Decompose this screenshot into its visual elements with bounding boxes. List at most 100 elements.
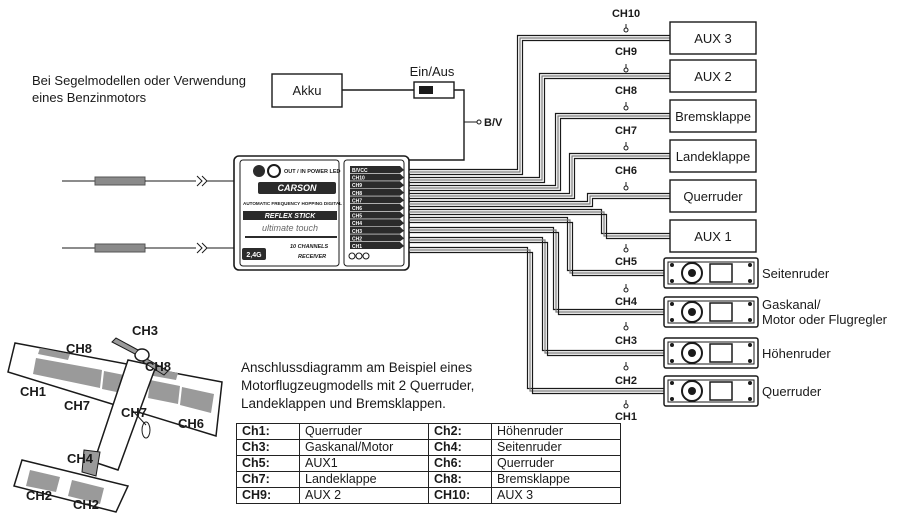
wire (409, 152, 670, 195)
output-label: AUX 1 (694, 229, 732, 244)
plane-label-ch7-right: CH7 (121, 405, 147, 420)
wire (409, 37, 670, 173)
receiver-pin (350, 211, 404, 219)
glider-note-line-1: Bei Segelmodellen oder Verwendung (32, 73, 246, 88)
legend-row: Ch5: AUX1 Ch6: Querruder (236, 455, 621, 472)
legend-value: Landeklappe (299, 471, 429, 488)
wire (409, 219, 664, 274)
wire (409, 34, 670, 171)
receiver-pin-label: B/VCC (352, 168, 368, 174)
plane-label-ch8-right: CH8 (145, 359, 171, 374)
receiver-pin-label: CH3 (352, 229, 362, 235)
wire (409, 195, 670, 205)
channel-marker (623, 365, 629, 371)
switch-slider (419, 86, 433, 94)
legend-key: Ch6: (428, 455, 492, 472)
channel-label: CH9 (615, 46, 637, 58)
receiver-brand: CARSON (277, 183, 317, 193)
wire (409, 112, 670, 187)
diagram-caption: Anschlussdiagramm am Beispiel eines Moto… (241, 359, 474, 413)
legend-key: Ch1: (236, 423, 300, 440)
receiver-pin-label: CH10 (352, 176, 365, 182)
caption-line-3: Landeklappen und Bremsklappen. (241, 396, 446, 411)
servo (663, 337, 759, 369)
legend-row: Ch7: Landeklappe Ch8: Bremsklappe (236, 471, 621, 488)
channel-label: CH1 (615, 411, 637, 423)
wire (409, 211, 670, 237)
legend-value: Seitenruder (491, 439, 621, 456)
wire (409, 236, 664, 352)
wire (409, 239, 664, 354)
legend-row: CH9: AUX 2 CH10: AUX 3 (236, 487, 621, 504)
servo (663, 375, 759, 407)
output-label: AUX 3 (694, 31, 732, 46)
receiver-pin-label: CH9 (352, 183, 362, 189)
receiver-pin (350, 188, 404, 196)
wire (409, 77, 670, 184)
wire (409, 157, 670, 200)
channel-label: CH4 (615, 296, 638, 308)
channel-wires (409, 34, 670, 395)
plane-label-ch6: CH6 (178, 416, 204, 431)
output-box (669, 99, 757, 133)
channel-label: CH3 (615, 335, 637, 347)
caption-line-1: Anschlussdiagramm am Beispiel eines (241, 360, 473, 375)
antenna-upper (62, 175, 234, 187)
receiver: OUT / IN POWER LED CARSON AUTOMATIC FREQ… (233, 155, 410, 271)
wire (409, 117, 670, 192)
legend-key: Ch7: (236, 471, 300, 488)
wire (409, 251, 664, 395)
output-box (669, 179, 757, 213)
output-label: Querruder (683, 189, 743, 204)
receiver-pin (350, 234, 404, 242)
channel-label: CH8 (615, 85, 637, 97)
receiver-model-sub: ultimate touch (262, 223, 318, 233)
legend-value: AUX 3 (491, 487, 621, 504)
receiver-pin (350, 242, 404, 249)
legend-row: Ch1: Querruder Ch2: Höhenruder (236, 423, 621, 440)
glider-note-line-2: eines Benzinmotors (32, 90, 147, 105)
legend-value: AUX1 (299, 455, 429, 472)
wire (409, 226, 664, 311)
legend-key: Ch2: (428, 423, 492, 440)
receiver-pin (350, 166, 404, 173)
wire (409, 208, 670, 235)
servo (663, 296, 759, 328)
receiver-pin (350, 196, 404, 204)
plane-label-ch3: CH3 (132, 323, 158, 338)
wire (409, 246, 664, 390)
output-label: Bremsklappe (675, 109, 751, 124)
channel-label: CH6 (615, 165, 637, 177)
plane-label-ch1: CH1 (20, 384, 46, 399)
legend-value: Querruder (491, 455, 621, 472)
plane-label-ch7-left: CH7 (64, 398, 90, 413)
receiver-pin-label: CH5 (352, 214, 362, 220)
airplane-illustration: CH3 CH8 CH8 CH1 CH7 CH7 CH6 CH4 CH2 CH2 (7, 323, 223, 513)
legend-key: Ch4: (428, 439, 492, 456)
wire (409, 231, 664, 316)
wire (409, 75, 670, 181)
servo-label-line-2: Motor oder Flugregler (762, 312, 888, 327)
channel-marker (623, 247, 629, 253)
receiver-tagline: AUTOMATIC FREQUENCY HOPPING DIGITAL SYST… (243, 201, 362, 206)
legend-key: CH9: (236, 487, 300, 504)
legend-key: Ch5: (236, 455, 300, 472)
receiver-pin (350, 181, 404, 189)
servo (663, 257, 759, 289)
channel-marker (623, 105, 629, 111)
wire (409, 115, 670, 189)
legend-value: Höhenruder (491, 423, 621, 440)
receiver-pin-label: CH7 (352, 198, 362, 204)
channel-label: CH7 (615, 125, 637, 137)
wire (409, 39, 670, 176)
receiver-pin-label: CH1 (352, 244, 362, 250)
channel-marker (623, 145, 629, 151)
wire (409, 213, 670, 240)
legend-value: Gaskanal/Motor (299, 439, 429, 456)
receiver-model: REFLEX STICK (265, 213, 317, 220)
receiver-type: RECEIVER (298, 254, 326, 260)
